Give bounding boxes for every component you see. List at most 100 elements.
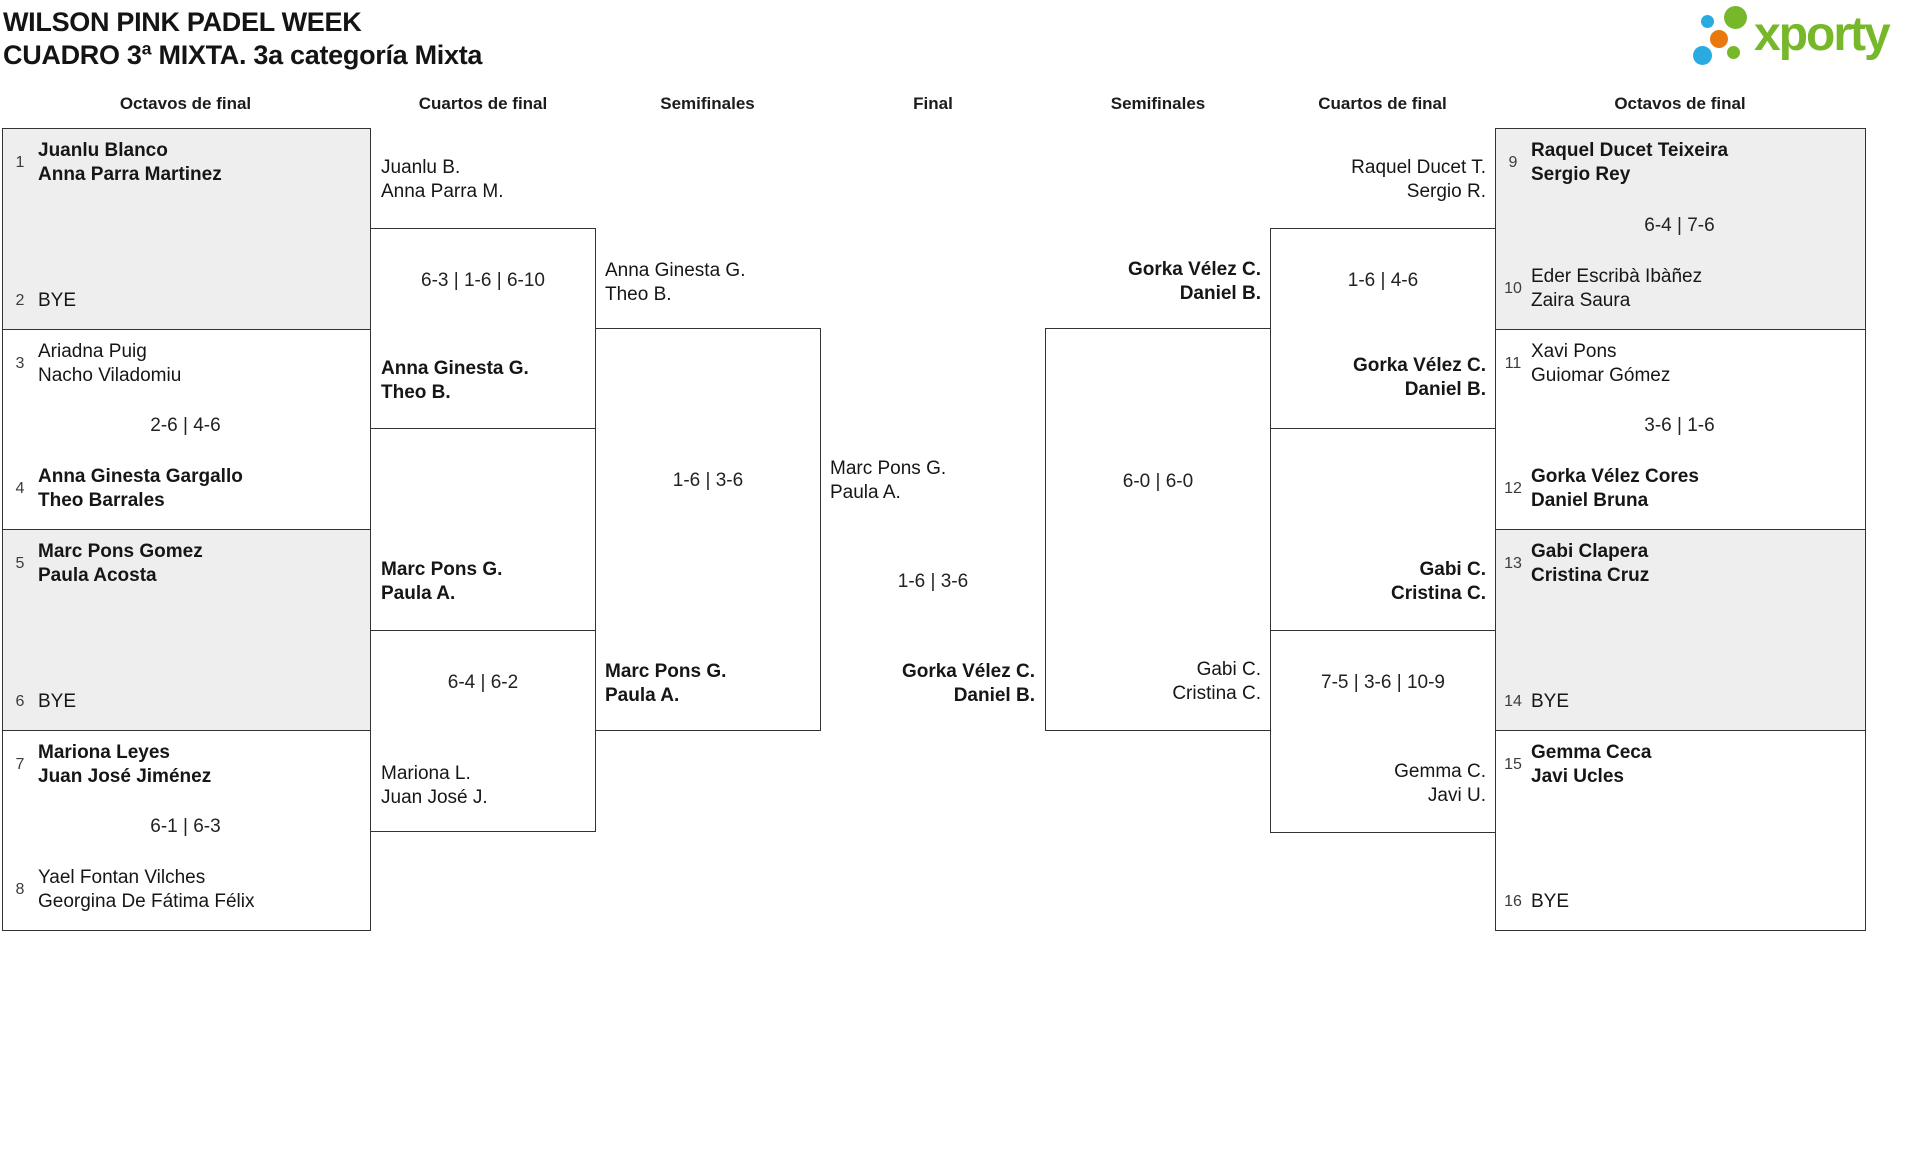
player-name: Gorka Vélez Cores <box>1531 466 1699 487</box>
player-name: Gemma C. <box>1394 761 1486 782</box>
player-name: Cristina C. <box>1172 683 1261 704</box>
cuartos-left-team-4: Mariona L. Juan José J. <box>381 762 488 810</box>
player-name: Gabi Clapera <box>1531 541 1649 562</box>
page-title: WILSON PINK PADEL WEEK CUADRO 3ª MIXTA. … <box>3 6 482 72</box>
cuartos-right-team-3: Gabi C. Cristina C. <box>1270 558 1486 606</box>
player-name: Anna Ginesta G. <box>605 260 746 281</box>
player-name: Daniel B. <box>953 685 1035 706</box>
match-score: 7-5 | 3-6 | 10-9 <box>1321 672 1445 693</box>
seed-number: 10 <box>1504 279 1522 297</box>
seed-number: 9 <box>1508 154 1518 171</box>
player-name: Paula Acosta <box>38 565 157 586</box>
player-name: Theo Barrales <box>38 490 165 511</box>
seed-number: 3 <box>15 354 25 372</box>
player-name: Anna Parra M. <box>381 181 504 202</box>
logo-dot-blue-small-icon <box>1701 15 1714 28</box>
player-name: Nacho Viladomiu <box>38 364 182 386</box>
cuartos-right-team-4: Gemma C. Javi U. <box>1270 760 1486 808</box>
match-score: 6-3 | 1-6 | 6-10 <box>421 270 545 291</box>
player-name: Gemma Ceca <box>1531 741 1652 763</box>
player-name: Ariadna Puig <box>38 340 147 362</box>
semifinal-left-box <box>595 328 821 731</box>
player-name: Theo B. <box>605 284 672 305</box>
player-name: Raquel Ducet Teixeira <box>1531 140 1729 161</box>
player-name: Yael Fontan Vilches <box>38 867 206 888</box>
cuartos-left-team-1: Juanlu B. Anna Parra M. <box>381 156 504 204</box>
player-name: Daniel Bruna <box>1531 490 1649 511</box>
player-name: Cristina C. <box>1390 583 1486 604</box>
player-name: Xavi Pons <box>1531 340 1617 362</box>
seed-number: 12 <box>1504 480 1522 497</box>
player-name: Guiomar Gómez <box>1531 364 1671 386</box>
player-name: Theo B. <box>381 382 451 403</box>
player-name: Javi Ucles <box>1531 765 1624 787</box>
player-name: Gabi C. <box>1196 659 1261 680</box>
match-score: 3-6 | 1-6 <box>1644 415 1715 437</box>
seed-number: 1 <box>15 154 25 171</box>
logo-dot-green-small-icon <box>1727 46 1740 59</box>
semifinal-left-team-2: Marc Pons G. Paula A. <box>605 660 726 708</box>
seed-number: 7 <box>15 755 25 773</box>
logo-dot-green-large-icon <box>1724 6 1747 29</box>
cuartos-right-bottom-box <box>1270 630 1496 833</box>
round-header-cuartos-left: Cuartos de final <box>418 94 548 113</box>
event-title: WILSON PINK PADEL WEEK <box>3 7 362 37</box>
seed-number: 8 <box>15 881 25 898</box>
semifinal-right-box <box>1045 328 1271 731</box>
round-header-octavos-left: Octavos de final <box>119 94 252 113</box>
final-team-1: Marc Pons G. Paula A. <box>830 457 946 505</box>
match-score: 1-6 | 4-6 <box>1347 270 1419 291</box>
team-slot-6: 6 BYE <box>9 690 362 714</box>
player-name: Juanlu Blanco <box>38 140 168 161</box>
cuartos-right-top-box <box>1270 228 1496 429</box>
round-header-semis-right: Semifinales <box>1110 94 1206 113</box>
logo-dot-orange-icon <box>1710 30 1728 48</box>
player-name: Sergio R. <box>1406 181 1486 202</box>
player-name: Marc Pons G. <box>605 661 727 682</box>
cuartos-left-team-2: Anna Ginesta G. Theo B. <box>381 357 529 405</box>
player-name: Daniel B. <box>1179 283 1261 304</box>
xporty-logo[interactable]: xporty <box>1692 3 1920 71</box>
team-slot-16: 16 BYE <box>1502 890 1857 914</box>
cuartos-left-bottom-box <box>370 630 596 832</box>
player-name: Juan José J. <box>381 787 488 808</box>
semifinal-right-team-1: Gorka Vélez C. Daniel B. <box>1046 258 1261 306</box>
player-name: Zaira Saura <box>1531 289 1631 311</box>
draw-subtitle: CUADRO 3ª MIXTA. 3a categoría Mixta <box>3 40 483 70</box>
final-team-2: Gorka Vélez C. Daniel B. <box>820 660 1035 708</box>
match-score: 6-4 | 7-6 <box>1644 214 1715 236</box>
round-header-octavos-right: Octavos de final <box>1614 94 1746 113</box>
cuartos-right-team-2: Gorka Vélez C. Daniel B. <box>1270 354 1486 402</box>
player-name: Sergio Rey <box>1531 164 1631 185</box>
player-name: Javi U. <box>1427 785 1486 806</box>
seed-number: 15 <box>1504 755 1522 773</box>
player-name: Gorka Vélez C. <box>1352 355 1486 376</box>
match-score: 6-0 | 6-0 <box>1122 471 1194 492</box>
player-name: Paula A. <box>381 583 456 604</box>
player-name: Anna Ginesta G. <box>381 358 529 379</box>
player-name: Eder Escribà Ibàñez <box>1531 265 1703 287</box>
player-name: Cristina Cruz <box>1531 565 1650 586</box>
seed-number: 2 <box>15 291 25 309</box>
round-header-cuartos-right: Cuartos de final <box>1318 94 1447 113</box>
player-name: BYE <box>38 690 77 712</box>
player-name: BYE <box>38 289 77 311</box>
seed-number: 11 <box>1504 354 1522 372</box>
player-name: Anna Parra Martinez <box>38 164 222 185</box>
logo-dot-blue-large-icon <box>1693 46 1712 65</box>
team-slot-2: 2 BYE <box>9 289 362 313</box>
